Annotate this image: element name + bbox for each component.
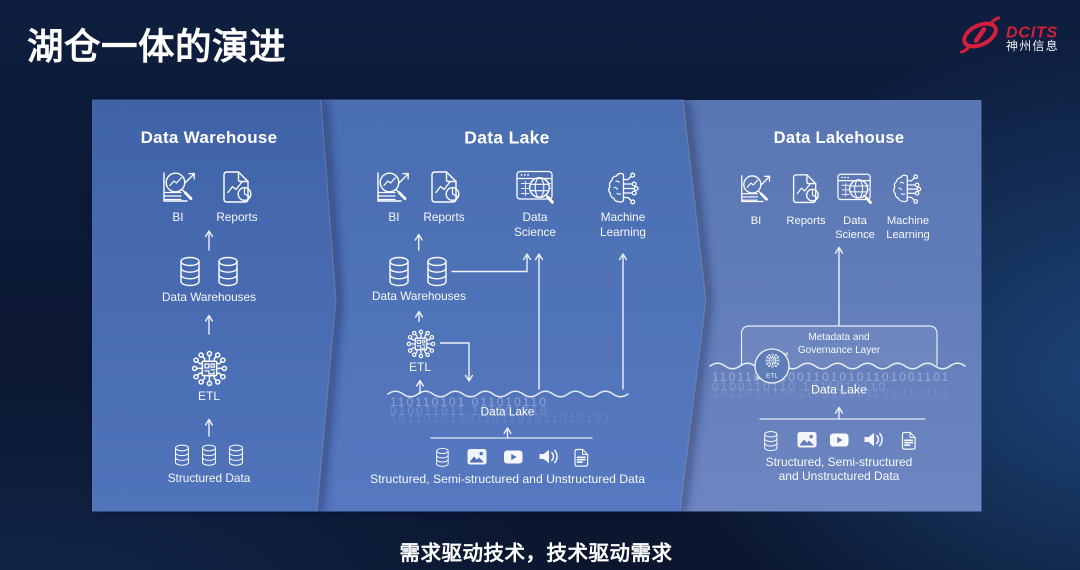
svg-text:Science: Science [835,229,875,241]
svg-text:and Unstructured Data: and Unstructured Data [779,469,900,483]
svg-text:Reports: Reports [423,210,464,224]
svg-text:ETL: ETL [198,389,220,403]
svg-text:ETL: ETL [766,373,778,380]
svg-text:Data Warehouses: Data Warehouses [372,289,466,303]
svg-text:神州信息: 神州信息 [1006,38,1059,53]
svg-text:Data Warehouse: Data Warehouse [141,128,278,147]
svg-text:010011011 101101010: 010011011 101101010 [390,404,549,418]
svg-text:10110101001101101011010101: 10110101001101101011010101 [390,411,612,425]
svg-text:Learning: Learning [886,229,930,241]
svg-text:Machine: Machine [601,210,646,224]
svg-text:110110101 011010110: 110110101 011010110 [390,395,548,409]
svg-text:DCITS: DCITS [1006,25,1058,42]
svg-text:Reports: Reports [786,215,826,227]
svg-text:ETL: ETL [409,360,431,374]
svg-text:BI: BI [388,210,399,224]
svg-text:1011010100110110101101010101: 1011010100110110101101010101 [712,386,951,400]
svg-text:Machine: Machine [887,215,929,227]
svg-text:BI: BI [172,210,183,224]
svg-text:Data: Data [523,210,548,224]
svg-text:Governance Layer: Governance Layer [798,345,881,356]
svg-text:Data Lakehouse: Data Lakehouse [774,129,905,147]
svg-text:Data Lake: Data Lake [464,128,549,148]
svg-text:Structured, Semi-structured: Structured, Semi-structured [766,455,913,469]
svg-text:Learning: Learning [600,225,646,239]
svg-text:Structured, Semi-structured an: Structured, Semi-structured and Unstruct… [370,472,645,486]
svg-text:0100110110 1011010110: 0100110110 1011010110 [712,380,887,394]
svg-text:Data Warehouses: Data Warehouses [162,290,256,304]
svg-text:Science: Science [514,225,556,239]
svg-text:Structured Data: Structured Data [168,471,251,485]
svg-text:Reports: Reports [216,210,257,224]
svg-text:Metadata and: Metadata and [808,332,869,343]
svg-text:Data: Data [843,215,867,227]
svg-text:Data Lake: Data Lake [811,383,867,397]
svg-text:BI: BI [751,215,762,227]
svg-text:Data Lake: Data Lake [481,405,535,419]
